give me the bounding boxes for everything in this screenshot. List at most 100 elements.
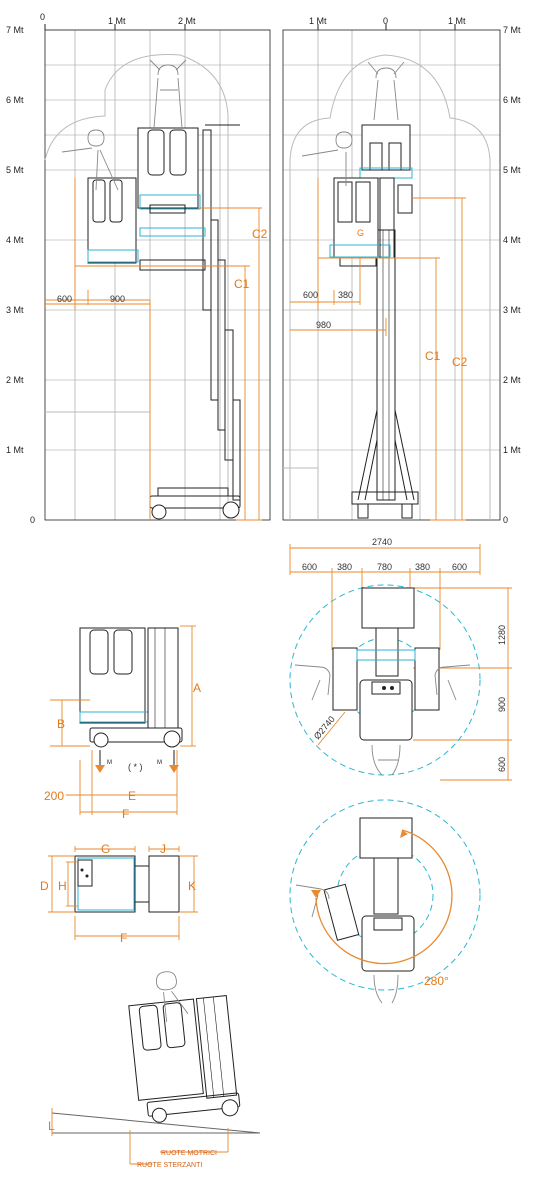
side-dim-900: 900 <box>110 294 125 304</box>
steer-wheels-label: RUOTE STERZANTI <box>137 1162 202 1169</box>
top-label-k: K <box>188 879 196 893</box>
top-mast-block <box>148 855 180 913</box>
plan-dim-seg-3: 780 <box>377 562 392 572</box>
height-label-6: 6 Mt <box>6 95 24 105</box>
compact-base <box>89 727 183 743</box>
front-top-label-left: 1 Mt <box>309 16 327 26</box>
load-arrow-right <box>169 765 179 773</box>
slope-view: L RUOTE MOTRICI RUOTE STERZANTI <box>48 971 261 1169</box>
rotation-swing-deck <box>323 883 360 941</box>
front-upper-basket <box>359 124 413 214</box>
right-height-label-5: 5 Mt <box>503 165 521 175</box>
side-elevation-view: 0 1 Mt 2 Mt 7 Mt 6 Mt 5 Mt 4 Mt 3 Mt 2 M… <box>6 12 271 525</box>
front-top-label-right: 1 Mt <box>448 16 466 26</box>
side-top-label-2: 2 Mt <box>178 16 196 26</box>
plan-operator-right <box>434 664 471 701</box>
side-operator-top <box>149 59 187 129</box>
side-grid <box>45 29 270 520</box>
left-height-axis: 7 Mt 6 Mt 5 Mt 4 Mt 3 Mt 2 Mt 1 Mt 0 <box>6 25 35 525</box>
top-basket <box>74 855 136 913</box>
top-view: G J D H K F <box>40 842 198 945</box>
plan-control-box <box>371 681 401 695</box>
slope-ground <box>51 1112 261 1134</box>
rotation-arc <box>315 829 453 965</box>
plan-dim-seg-4: 380 <box>415 562 430 572</box>
front-label-c1: C1 <box>425 349 441 363</box>
top-label-f: F <box>120 931 127 945</box>
rotation-upper-basket <box>359 817 413 859</box>
height-label-2: 2 Mt <box>6 375 24 385</box>
side-dimensions <box>45 178 262 521</box>
side-cyan-platform <box>139 227 206 237</box>
side-top-label-1: 1 Mt <box>108 16 126 26</box>
plan-dim-600b: 600 <box>497 757 507 772</box>
plan-lower-basket <box>359 679 413 741</box>
front-mast <box>357 229 415 501</box>
drive-wheels-label: RUOTE MOTRICI <box>161 1150 217 1157</box>
rotation-mast <box>373 857 399 915</box>
side-label-c2: C2 <box>252 227 268 241</box>
right-height-label-1: 1 Mt <box>503 445 521 455</box>
plan-dim-total: 2740 <box>372 537 392 547</box>
right-height-label-0: 0 <box>503 515 508 525</box>
compact-side-view: A B E F 200 ( * ) M M <box>44 625 201 821</box>
plan-dim-seg-1: 600 <box>302 562 317 572</box>
height-label-4: 4 Mt <box>6 235 24 245</box>
top-label-j: J <box>160 842 166 856</box>
front-frame <box>282 29 501 521</box>
side-label-c1: C1 <box>234 277 250 291</box>
compact-label-e: E <box>128 789 136 803</box>
right-height-label-7: 7 Mt <box>503 25 521 35</box>
right-height-label-6: 6 Mt <box>503 95 521 105</box>
rotation-operator-left <box>295 884 330 918</box>
top-label-g: G <box>101 842 110 856</box>
side-top-label-0: 0 <box>40 12 45 22</box>
front-base <box>351 491 419 519</box>
compact-label-a: A <box>193 681 201 695</box>
right-height-label-4: 4 Mt <box>503 235 521 245</box>
plan-upper-basket <box>361 587 415 629</box>
front-elevation-view: 1 Mt 0 1 Mt 7 Mt 6 Mt 5 Mt 4 Mt 3 Mt 2 M… <box>282 16 521 525</box>
front-label-g: G <box>357 228 364 238</box>
plan-dim-seg-5: 600 <box>452 562 467 572</box>
load-label-m1: M <box>107 760 112 766</box>
rotation-outer-circle <box>289 799 481 991</box>
front-dim-600: 600 <box>303 290 318 300</box>
plan-operator-left <box>294 664 331 701</box>
side-operator-mid <box>61 129 119 191</box>
compact-mast <box>147 627 179 729</box>
height-label-5: 5 Mt <box>6 165 24 175</box>
plan-dim-1280: 1280 <box>497 625 507 645</box>
plan-dim-seg-2: 380 <box>337 562 352 572</box>
top-label-h: H <box>58 879 67 893</box>
rotation-angle-label: 280° <box>424 974 449 988</box>
load-label-m2: M <box>157 760 162 766</box>
height-label-3: 3 Mt <box>6 305 24 315</box>
height-label-0: 0 <box>30 515 35 525</box>
slope-machine <box>128 971 241 1123</box>
plan-turning-circle <box>289 584 481 776</box>
front-lower-basket <box>329 177 395 267</box>
front-reach-envelope <box>289 54 491 520</box>
plan-mast <box>375 627 399 677</box>
side-mast <box>202 124 241 501</box>
side-dim-600: 600 <box>57 294 72 304</box>
right-height-label-3: 3 Mt <box>503 305 521 315</box>
rotation-view: 280° <box>289 799 481 1004</box>
load-arrow-left <box>95 765 105 773</box>
compact-label-f: F <box>122 807 129 821</box>
plan-view: 2740 600 380 780 380 600 1280 900 600 Ø2… <box>289 537 512 781</box>
plan-dim-900: 900 <box>497 697 507 712</box>
compact-rear-wheel <box>163 730 181 748</box>
side-frame <box>44 29 271 521</box>
right-height-axis: 7 Mt 6 Mt 5 Mt 4 Mt 3 Mt 2 Mt 1 Mt 0 <box>503 25 521 525</box>
side-reach-envelope <box>44 53 229 520</box>
compact-star-note: ( * ) <box>128 762 143 772</box>
front-dim-380: 380 <box>338 290 353 300</box>
front-dimensions <box>290 178 466 521</box>
front-label-c2: C2 <box>452 355 468 369</box>
plan-operator-bottom <box>371 744 401 776</box>
front-operator-top <box>367 61 405 121</box>
front-base-envelope <box>283 467 319 520</box>
